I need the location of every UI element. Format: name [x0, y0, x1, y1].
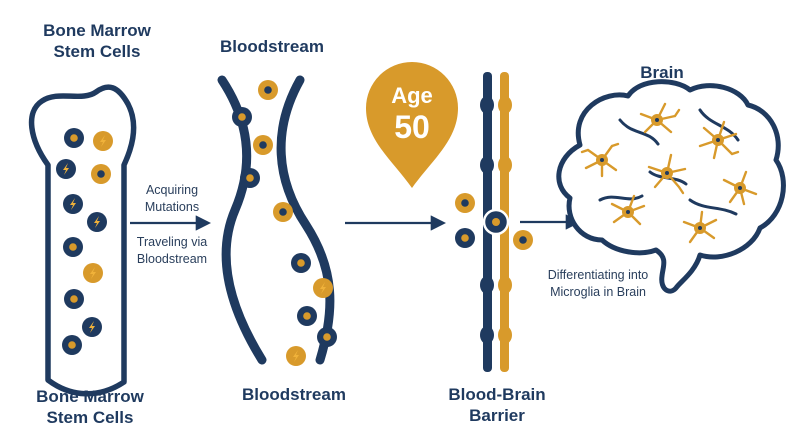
microglia-cell	[698, 120, 740, 160]
blood-cell	[273, 202, 293, 222]
bloodstream-caption: Bloodstream	[242, 385, 346, 404]
bone-outline	[28, 84, 137, 397]
acquiring-line2: Mutations	[145, 200, 199, 214]
mutated-stem-cell	[56, 159, 76, 179]
bone-marrow-title-line1: Bone Marrow	[43, 21, 151, 40]
bone-cells	[56, 128, 113, 355]
age-value: 50	[394, 109, 430, 145]
brain	[556, 79, 786, 294]
blood-cell	[455, 193, 475, 213]
stem-cell	[64, 289, 84, 309]
mutated-blood-cell	[286, 346, 306, 366]
blood-cell	[513, 230, 533, 250]
stem-cell	[64, 128, 84, 148]
blood-cell	[291, 253, 311, 273]
age-pin: Age 50	[366, 62, 458, 188]
blood-cell	[253, 135, 273, 155]
traveling-line1: Traveling via	[137, 235, 207, 249]
location-pin-icon	[366, 62, 458, 188]
crossing-cells	[455, 193, 533, 250]
blood-cell	[232, 107, 252, 127]
stem-cell	[62, 335, 82, 355]
brain-outline	[556, 79, 786, 294]
blood-cells	[232, 80, 337, 366]
bone-marrow-caption-line2: Stem Cells	[47, 408, 134, 427]
bone-marrow-caption-line1: Bone Marrow	[36, 387, 144, 406]
mutated-stem-cell	[93, 131, 113, 151]
microglia-cell	[722, 170, 758, 206]
microglia-cell	[580, 142, 620, 178]
brain-title: Brain	[640, 63, 683, 82]
vessel-wall-right	[276, 75, 335, 365]
microglia-cell	[647, 153, 687, 195]
blood-cell	[297, 306, 317, 326]
age-label: Age	[391, 83, 433, 108]
mutated-blood-cell	[313, 278, 333, 298]
bbb-caption-line2: Barrier	[469, 406, 525, 425]
stem-cell	[91, 164, 111, 184]
bloodstream-title: Bloodstream	[220, 37, 324, 56]
bone-marrow-title-line2: Stem Cells	[54, 42, 141, 61]
mutated-stem-cell	[82, 317, 102, 337]
blood-cell	[317, 327, 337, 347]
blood-cell	[258, 80, 278, 100]
mutated-stem-cell	[83, 263, 103, 283]
mutated-stem-cell	[63, 194, 83, 214]
microglia-cell	[610, 194, 646, 226]
blood-cell	[240, 168, 260, 188]
crossing-cell	[482, 208, 510, 236]
microglia-cells	[580, 102, 758, 244]
stem-cell	[63, 237, 83, 257]
blood-cell	[455, 228, 475, 248]
microglia-cell	[639, 102, 681, 134]
microglia-cell	[682, 210, 718, 244]
bbb-caption-line1: Blood-Brain	[448, 385, 545, 404]
traveling-line2: Bloodstream	[137, 252, 207, 266]
mutated-stem-cell	[87, 212, 107, 232]
differentiating-line2: Microglia in Brain	[550, 285, 646, 299]
differentiating-line1: Differentiating into	[548, 268, 649, 282]
acquiring-line1: Acquiring	[146, 183, 198, 197]
